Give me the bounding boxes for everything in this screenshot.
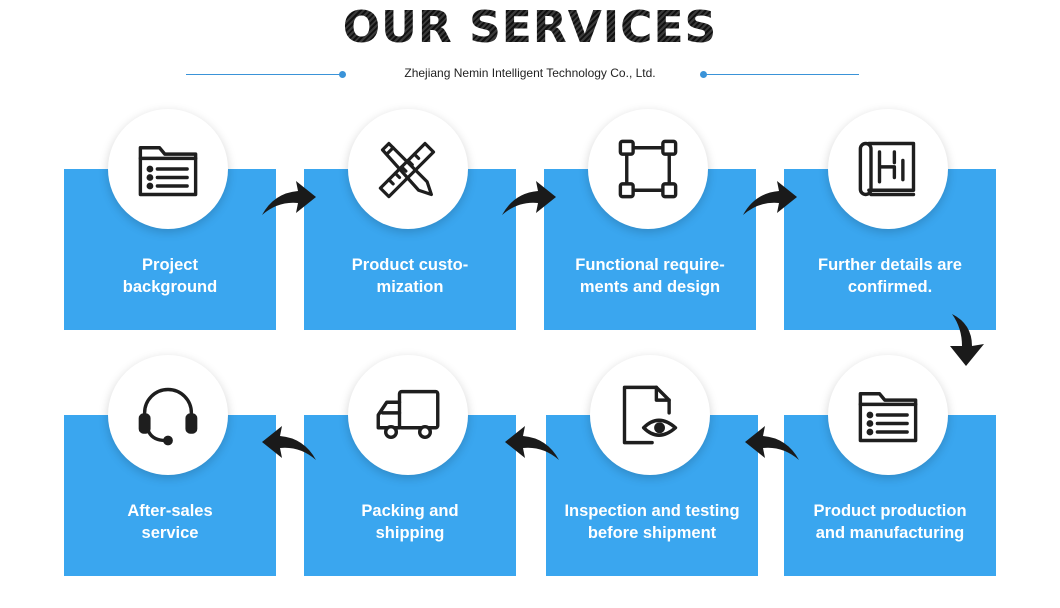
step-label-production: Product production and manufacturing xyxy=(813,502,967,542)
title-divider-right xyxy=(704,74,859,75)
step-icon-circle xyxy=(590,355,710,475)
step-icon-circle xyxy=(588,109,708,229)
step-icon-circle xyxy=(348,109,468,229)
arrow-right-icon xyxy=(743,181,797,215)
step-label-project-background: Project background xyxy=(122,256,218,296)
step-label-functional-requirements: Functional require- ments and design xyxy=(575,256,725,296)
pencil-ruler-icon xyxy=(378,141,436,199)
arrow-left-icon xyxy=(745,426,799,460)
headset-icon xyxy=(138,387,198,446)
folder-list-icon xyxy=(858,392,918,443)
vector-frame-icon xyxy=(618,139,678,199)
step-label-after-sales: After-sales service xyxy=(127,502,213,542)
step-label-packing: Packing and shipping xyxy=(361,502,459,542)
step-icon-circle xyxy=(828,355,948,475)
step-label-further-details: Further details are confirmed. xyxy=(818,256,962,296)
step-icon-circle xyxy=(348,355,468,475)
step-icon-circle xyxy=(828,109,948,229)
folder-list-icon xyxy=(138,146,198,197)
document-eye-icon xyxy=(622,385,678,445)
arrow-left-icon xyxy=(505,426,559,460)
page-title: OUR SERVICES xyxy=(0,2,1060,53)
arrow-right-icon xyxy=(262,181,316,215)
divider-dot-right xyxy=(700,71,707,78)
divider-dot-left xyxy=(339,71,346,78)
truck-icon xyxy=(376,389,440,440)
company-subtitle: Zhejiang Nemin Intelligent Technology Co… xyxy=(404,66,656,80)
arrow-down-icon xyxy=(950,314,984,366)
title-divider-left xyxy=(186,74,342,75)
arrow-right-icon xyxy=(502,181,556,215)
arrow-left-icon xyxy=(262,426,316,460)
step-icon-circle xyxy=(108,109,228,229)
step-label-product-customization: Product custo- mization xyxy=(351,256,469,296)
blueprint-scroll-icon xyxy=(858,141,916,197)
step-icon-circle xyxy=(108,355,228,475)
step-label-inspection: Inspection and testing before shipment xyxy=(564,502,740,542)
